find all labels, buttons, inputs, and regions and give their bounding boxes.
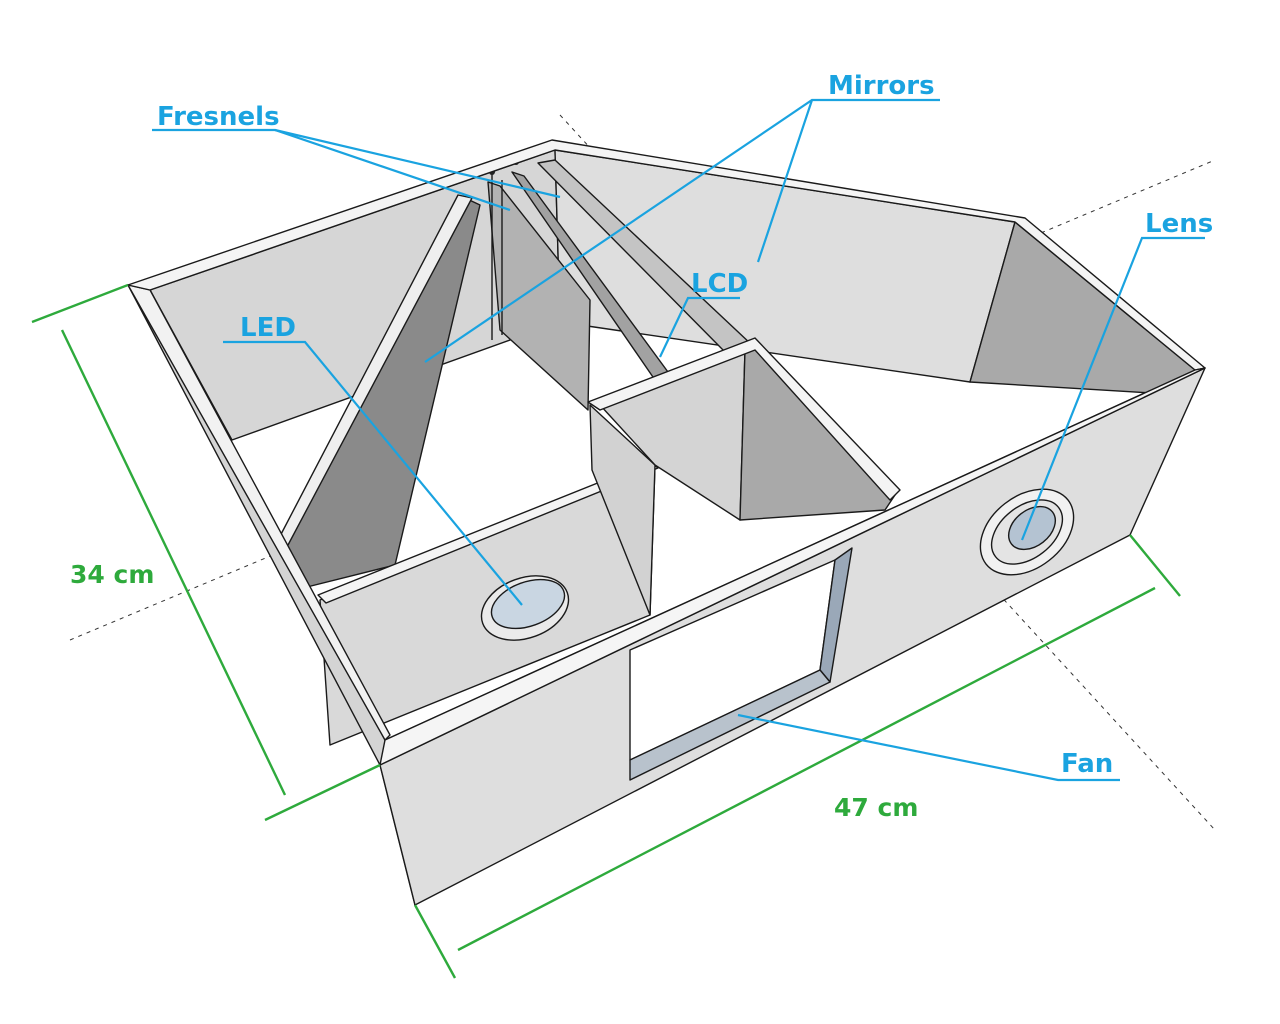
lcd-label: LCD — [691, 269, 748, 299]
fresnels-label: Fresnels — [157, 102, 280, 132]
center-wall-top — [587, 337, 901, 501]
fan-opening-bottom — [629, 669, 831, 781]
mirrors-label: Mirrors — [828, 71, 935, 101]
led-divider-top — [317, 461, 659, 604]
leader-lines — [152, 98, 1205, 782]
center-wall-left — [589, 404, 656, 616]
fresnel-panel-1 — [487, 181, 591, 411]
fan-label: Fan — [1061, 749, 1113, 779]
width-dimension-label: 47 cm — [834, 793, 918, 822]
dimension-lines — [31, 283, 1181, 979]
front-wall-top — [379, 367, 1206, 766]
box-body — [127, 139, 1206, 906]
lens-label: Lens — [1145, 209, 1213, 239]
led-label: LED — [240, 313, 296, 343]
depth-dimension-label: 34 cm — [70, 560, 154, 589]
